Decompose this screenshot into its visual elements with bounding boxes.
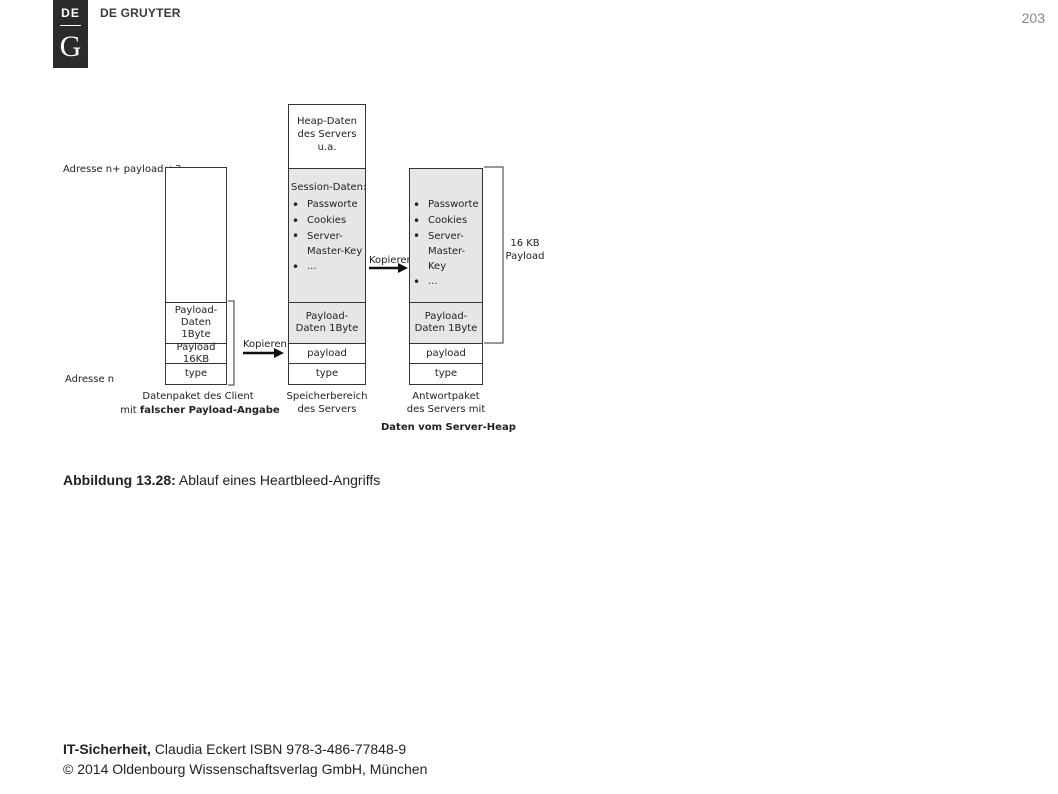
logo-de: DE [61, 6, 80, 20]
footer-book-title: IT-Sicherheit, [63, 741, 151, 757]
footer-copyright: © 2014 Oldenbourg Wissenschaftsverlag Gm… [63, 761, 428, 777]
server-session-title: Session-Daten: [291, 182, 367, 193]
client-caption-bold: falscher Payload-Angabe [139, 405, 280, 416]
figure-caption-label: Abbildung 13.28: [63, 472, 176, 488]
footer-book-info: Claudia Eckert ISBN 978-3-486-77848-9 [150, 741, 407, 757]
figure-caption-text: Ablauf eines Heartbleed-Angriffs [175, 472, 381, 488]
server-type-cell: type [288, 363, 366, 385]
client-packet-box [165, 167, 227, 385]
response-caption-bold: Daten vom Server-Heap [381, 422, 516, 433]
arrow1-label: Kopieren [243, 339, 287, 350]
response-data-list: Passworte Cookies Server- Master-Key ... [410, 197, 482, 290]
response-type-cell: type [409, 363, 483, 385]
server-session-item: Cookies [289, 213, 365, 229]
footer-line1: IT-Sicherheit, Claudia Eckert ISBN 978-3… [63, 741, 406, 757]
client-payload-data-cell: Payload- Daten 1Byte [165, 302, 227, 344]
logo-rule [60, 25, 81, 26]
page-number: 203 [1021, 10, 1045, 26]
arrow2-right-icon [369, 263, 408, 273]
figure-caption: Abbildung 13.28: Ablauf eines Heartbleed… [63, 472, 380, 488]
address-top-label: Adresse n+ payload +3 [63, 164, 182, 175]
address-bottom-label: Adresse n [65, 374, 115, 385]
server-payload-cell: payload [288, 343, 366, 364]
payload-brace [484, 166, 504, 344]
client-brace [228, 300, 235, 386]
client-caption-line2: mit falscher Payload-Angabe [120, 404, 280, 417]
client-caption-prefix: mit [120, 405, 140, 416]
server-payload-data-cell: Payload- Daten 1Byte [288, 302, 366, 344]
server-caption: Speicherbereich des Servers [286, 391, 368, 415]
server-heap-label: Heap-Daten des Servers u.a. [297, 116, 357, 153]
arrow2-label: Kopieren [369, 255, 413, 266]
client-payload-length-cell: Payload 16KB [165, 342, 227, 365]
response-payload-data-cell: Payload- Daten 1Byte [409, 302, 483, 344]
response-data-item: Passworte [410, 197, 482, 213]
publisher-logo: DE G [53, 0, 88, 68]
response-data-item: Server- Master-Key [410, 229, 482, 274]
server-session-list: Passworte Cookies Server- Master-Key ... [289, 197, 365, 275]
client-type-cell: type [165, 363, 227, 385]
response-data-item: Cookies [410, 213, 482, 229]
response-data-item: ... [410, 274, 482, 290]
server-session-item: ... [289, 259, 365, 275]
server-heap-box [288, 104, 366, 169]
client-caption-line1: Datenpaket des Client [142, 391, 254, 402]
publisher-name: DE GRUYTER [100, 6, 181, 20]
logo-g: G [59, 30, 82, 63]
server-session-item: Server- Master-Key [289, 229, 365, 259]
payload-size-label: 16 KB Payload [505, 238, 545, 262]
server-session-item: Passworte [289, 197, 365, 213]
response-payload-cell: payload [409, 343, 483, 364]
response-caption: Antwortpaket des Servers mit [406, 391, 486, 415]
arrow1-right-icon [243, 348, 284, 358]
